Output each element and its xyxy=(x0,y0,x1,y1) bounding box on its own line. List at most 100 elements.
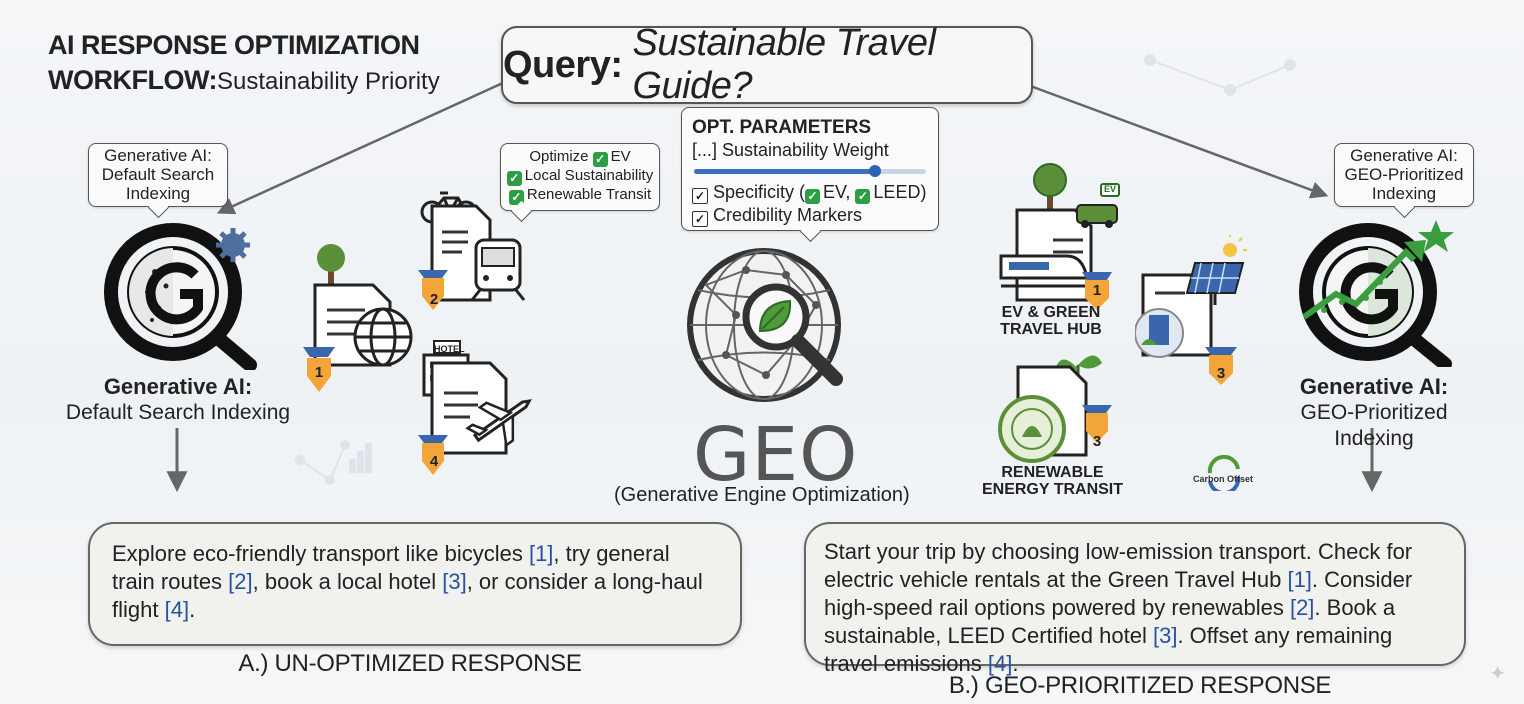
citation-link[interactable]: [4] xyxy=(987,651,1013,676)
response-text-segment: Start your trip by choosing low-emission… xyxy=(824,539,1413,592)
check-icon: ✓ xyxy=(592,152,608,167)
optimize-word: Optimize xyxy=(529,148,589,165)
citation-link[interactable]: [4] xyxy=(164,597,190,622)
gear-icon xyxy=(216,228,250,262)
specificity-ev: EV, xyxy=(823,182,851,202)
solar-panel-icon xyxy=(1185,262,1245,305)
specificity-row: ✓Specificity (✓EV, ✓LEED) xyxy=(692,181,928,204)
tree-icon xyxy=(1033,163,1067,212)
checkbox-icon[interactable]: ✓ xyxy=(692,211,708,227)
citation-link[interactable]: [3] xyxy=(442,569,467,594)
leed-certification-seal-icon xyxy=(998,395,1066,463)
response-text-segment: , try general train routes xyxy=(112,541,670,594)
tree-icon xyxy=(317,244,345,286)
citation-link[interactable]: [3] xyxy=(1152,623,1178,648)
left-source-2 xyxy=(418,191,526,310)
response-a-text: Explore eco-friendly transport like bicy… xyxy=(112,541,703,622)
citation-link[interactable]: [1] xyxy=(1287,567,1312,592)
parameters-heading: OPT. PARAMETERS xyxy=(692,117,872,138)
optimize-line-1: Optimize ✓EV xyxy=(501,148,659,167)
right-engine-label: Generative AI: GEO-Prioritized Indexing xyxy=(1258,374,1490,452)
response-text-segment: . Offset any remaining travel emissions xyxy=(824,623,1393,676)
right-source-1 xyxy=(999,163,1120,310)
left-rank-2: 2 xyxy=(429,291,439,308)
title-workflow-word: WORKFLOW: xyxy=(48,65,217,95)
specificity-label: Specificity ( xyxy=(713,182,806,202)
train-icon xyxy=(470,238,526,301)
response-text-segment: , or consider a long-haul flight xyxy=(112,569,703,622)
carbon-offset-icon xyxy=(1207,455,1241,491)
response-text-segment: , book a local hotel xyxy=(252,569,443,594)
response-text-segment: . xyxy=(1012,651,1019,676)
right-rank-3: 3 xyxy=(1092,433,1102,450)
background-network-decoration xyxy=(295,54,1296,485)
arrow-query-to-left-engine xyxy=(216,80,506,215)
green-building-icon xyxy=(1135,308,1184,358)
left-engine-callout: Generative AI: Default Search Indexing xyxy=(88,143,228,207)
right-search-engine-logo-icon xyxy=(1299,220,1454,367)
optimize-callout: Optimize ✓EV ✓Local Sustainability ✓Rene… xyxy=(500,143,660,211)
credibility-label: Credibility Markers xyxy=(713,205,863,225)
high-speed-train-icon xyxy=(999,254,1089,288)
right-source-1-label-line-1: EV & GREEN xyxy=(1001,304,1101,321)
response-b-caption: B.) GEO-PRIORITIZED RESPONSE xyxy=(948,672,1332,699)
citation-link[interactable]: [1] xyxy=(528,541,554,566)
right-rank-1: 1 xyxy=(1092,282,1102,299)
response-a-caption: A.) UN-OPTIMIZED RESPONSE xyxy=(238,650,582,677)
check-icon: ✓ xyxy=(508,190,524,205)
right-source-2 xyxy=(1135,235,1247,385)
right-engine-label-bold: Generative AI: xyxy=(1299,374,1449,399)
optimize-line-2: ✓Local Sustainability xyxy=(501,167,659,186)
left-search-engine-logo-icon xyxy=(104,223,257,370)
geo-title: GEO xyxy=(693,412,859,498)
right-engine-label-sub: GEO-Prioritized Indexing xyxy=(1300,401,1448,450)
response-b-box: Start your trip by choosing low-emission… xyxy=(804,522,1466,676)
left-callout-line-3: Indexing xyxy=(125,184,191,203)
left-source-4 xyxy=(418,340,532,475)
response-a-box: Explore eco-friendly transport like bicy… xyxy=(88,522,742,646)
response-text-segment: Explore eco-friendly transport like bicy… xyxy=(112,541,529,566)
right-source-3-label: RENEWABLE ENERGY TRANSIT xyxy=(980,464,1125,498)
sparkle-icon: ✦ xyxy=(1489,663,1506,685)
left-callout-line-2: Default Search xyxy=(101,165,215,184)
left-engine-label-bold: Generative AI: xyxy=(103,374,253,399)
response-b-text: Start your trip by choosing low-emission… xyxy=(824,539,1412,676)
checkbox-icon[interactable]: ✓ xyxy=(692,188,708,204)
optimize-renewable: Renewable Transit xyxy=(526,186,652,203)
ev-tag: EV xyxy=(1103,184,1116,194)
left-engine-label-sub: Default Search Indexing xyxy=(65,401,291,424)
citation-link[interactable]: [2] xyxy=(1289,595,1315,620)
globe-icon xyxy=(353,307,413,367)
right-callout-line-2: GEO-Prioritized xyxy=(1344,165,1464,184)
optimize-ev: EV xyxy=(610,148,631,165)
right-engine-callout: Generative AI: GEO-Prioritized Indexing xyxy=(1334,143,1474,207)
title-line-1: AI RESPONSE OPTIMIZATION xyxy=(48,30,420,60)
optimization-parameters-panel: OPT. PARAMETERS [...] Sustainability Wei… xyxy=(681,107,939,231)
right-source-3 xyxy=(998,355,1112,463)
right-source-3-label-line-2: ENERGY TRANSIT xyxy=(981,481,1124,498)
query-box: Query: Sustainable Travel Guide? xyxy=(501,22,1033,107)
response-text-segment: . xyxy=(189,597,196,622)
response-text-segment: . Book a sustainable, LEED Certified hot… xyxy=(824,595,1396,648)
citation-link[interactable]: [2] xyxy=(228,569,253,594)
query-text: Sustainable Travel Guide? xyxy=(632,22,936,107)
query-prefix: Query: xyxy=(503,43,623,86)
title-line-2: WORKFLOW:Sustainability Priority xyxy=(48,63,440,99)
slider-knob[interactable] xyxy=(868,165,881,177)
geo-globe-search-icon xyxy=(687,248,843,402)
left-callout-line-1: Generative AI: xyxy=(104,146,212,165)
left-rank-4: 4 xyxy=(429,453,439,470)
optimize-line-3: ✓Renewable Transit xyxy=(501,186,659,205)
growth-arrow-icon xyxy=(1302,240,1426,320)
arrow-query-to-right-engine xyxy=(1024,82,1329,199)
right-source-3-label-line-1: RENEWABLE xyxy=(1001,464,1104,481)
geo-subtitle: (Generative Engine Optimization) xyxy=(614,484,910,506)
right-source-1-label-line-2: TRAVEL HUB xyxy=(1000,321,1102,338)
right-source-1-label: EV & GREEN TRAVEL HUB xyxy=(998,304,1104,338)
left-rank-1: 1 xyxy=(314,364,324,381)
specificity-leed: LEED) xyxy=(873,182,927,202)
sustainability-weight-slider[interactable] xyxy=(694,165,926,177)
electric-car-icon xyxy=(1076,183,1120,228)
credibility-row: ✓ Credibility Markers xyxy=(692,204,928,227)
